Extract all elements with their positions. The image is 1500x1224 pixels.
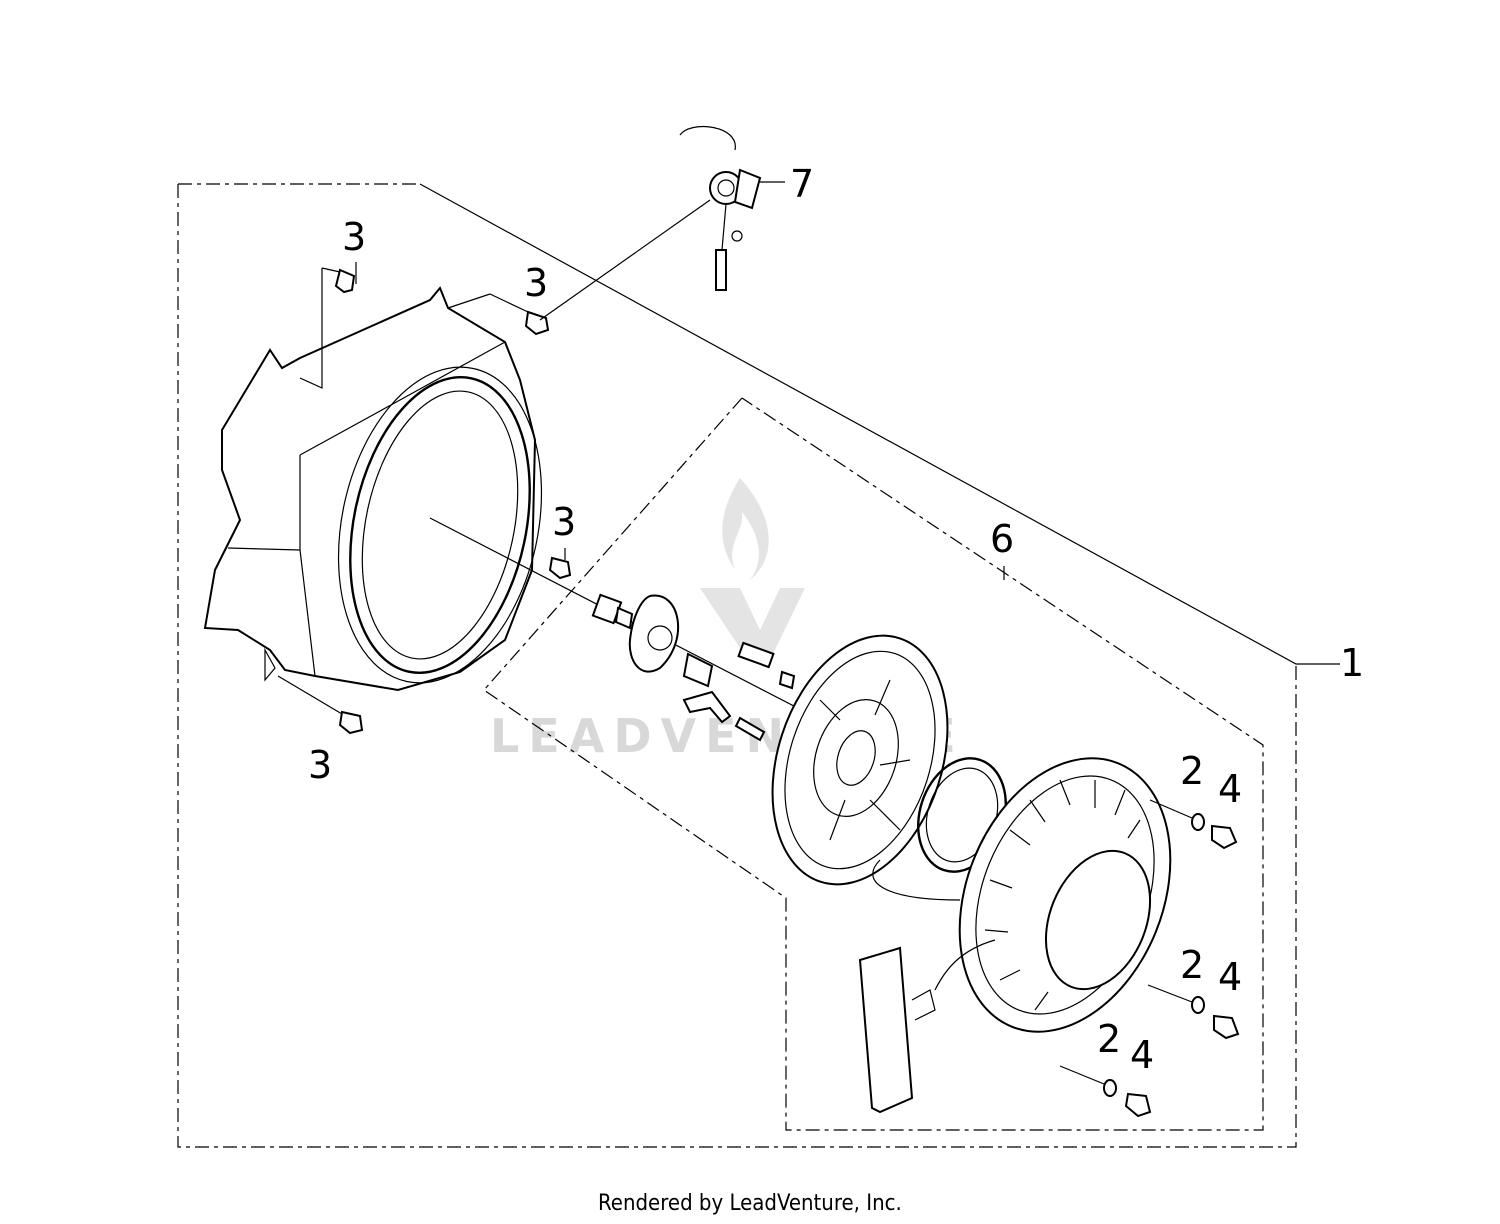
callout-3-top-middle: 3 [524,261,548,305]
leader-2a [1149,799,1193,819]
assembly-6-boundary [483,397,1264,1131]
callout-2-bottom: 2 [1097,1017,1121,1061]
callout-4-top: 4 [1218,767,1242,811]
leader-7-to-housing [539,199,711,321]
bolt-4-top [1211,824,1238,850]
starter-case [958,757,1172,1033]
washer-2-bottom [1103,1079,1117,1097]
ratchet-plate [628,594,680,673]
leader-3d [277,675,343,715]
fan-housing [203,286,543,692]
starter-reel [771,634,949,886]
callout-4-bottom: 4 [1130,1033,1154,1077]
leader-3a [299,262,357,389]
pawl-spring [734,716,766,742]
pawl-part [682,690,732,724]
footer-credit: Rendered by LeadVenture, Inc. [598,1191,902,1216]
leader-3b [447,293,529,313]
callout-4-middle: 4 [1218,955,1242,999]
callout-3-middle: 3 [552,500,576,544]
callout-7: 7 [790,162,814,206]
spring-small [682,652,714,688]
watermark-v-icon [700,588,805,660]
callout-6: 6 [990,517,1014,561]
pin-part [737,641,796,690]
leader-2b [1147,984,1193,1003]
leader-2c [1059,1065,1105,1085]
assembly-1-boundary-diagonal [419,183,1340,665]
bolt-3-middle [548,556,572,580]
washer-2-middle [1191,996,1205,1014]
callout-1: 1 [1340,641,1364,685]
callout-2-top: 2 [1180,749,1204,793]
ratchet-bolt [591,593,634,630]
starter-handle [858,946,936,1114]
bolt-4-middle [1213,1014,1240,1040]
watermark-flame-icon [722,478,769,580]
assembly-1-boundary [177,183,1297,1148]
oil-sensor-7 [679,126,762,291]
bolt-3-bottom [338,710,364,735]
bolt-3-top-middle [524,310,550,336]
callout-3-top-left: 3 [342,215,366,259]
washer-2-top [1191,813,1205,831]
starter-rope [872,859,996,991]
bolt-4-bottom [1124,1092,1152,1118]
callout-3-bottom: 3 [308,743,332,787]
callout-2-middle: 2 [1180,943,1204,987]
bolt-3-top-left [321,267,356,294]
